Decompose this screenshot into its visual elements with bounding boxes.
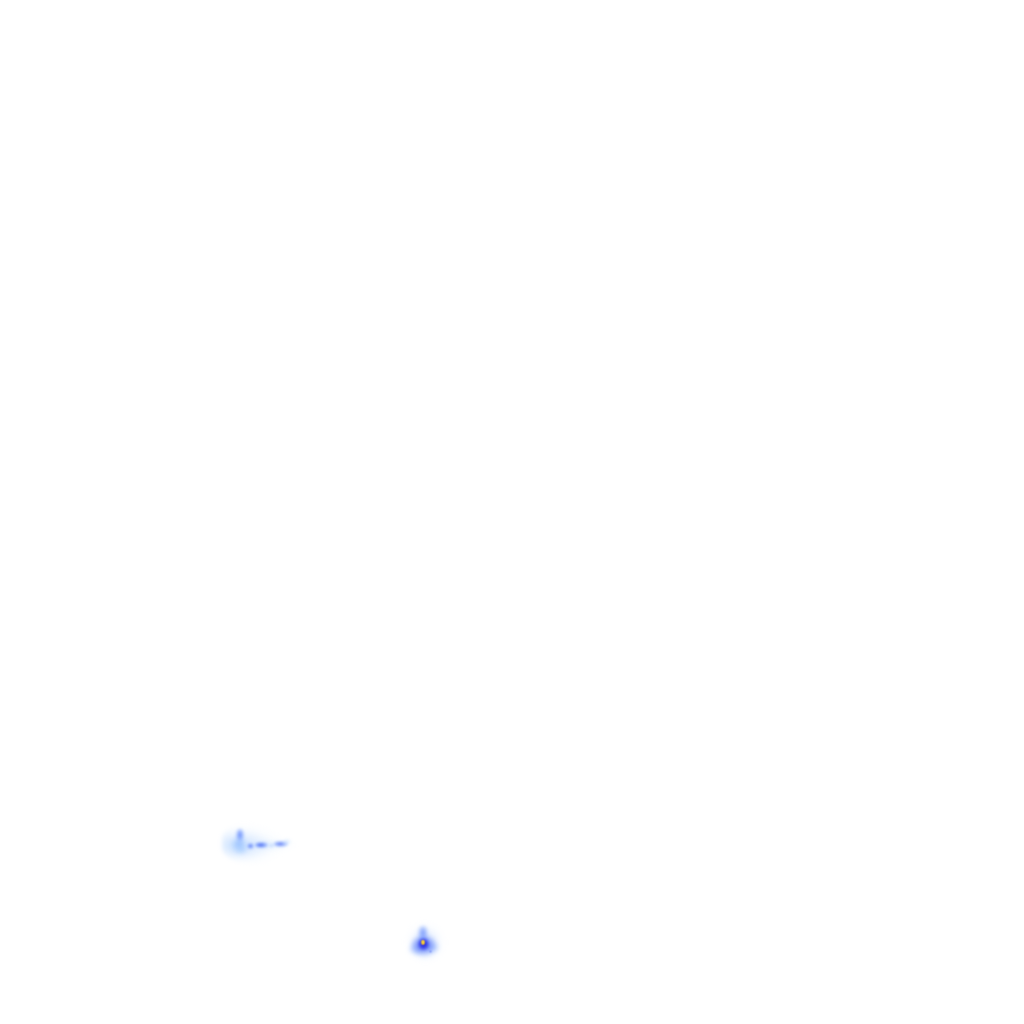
mark1-halo-blob [222, 822, 300, 864]
mark1-hook-lower-blob [231, 838, 246, 854]
mark2-body-blob [411, 936, 437, 956]
mark1-tail-wash-blob [244, 836, 296, 852]
mark2-yellow-core-dot [421, 940, 425, 945]
mark2-left-wing-blob [408, 944, 423, 955]
mark2-speck-dot [429, 950, 432, 953]
mark2-right-wing-blob [427, 943, 440, 953]
mark1-tail-segment-3 [268, 843, 275, 848]
mark2-stem-blob [418, 926, 428, 941]
mark1-tail-segment-1 [247, 843, 254, 849]
mark1-tail-segment-4 [274, 841, 288, 847]
mark1-hook-foot-blob [236, 845, 249, 854]
mark1-tail-segment-2 [255, 842, 268, 848]
mark2-halo-blob [406, 920, 446, 962]
mark1-tail-segment-5 [283, 838, 292, 845]
mark2-dark-core-blob [418, 938, 429, 950]
mark1-hook-upper-blob [236, 829, 244, 842]
